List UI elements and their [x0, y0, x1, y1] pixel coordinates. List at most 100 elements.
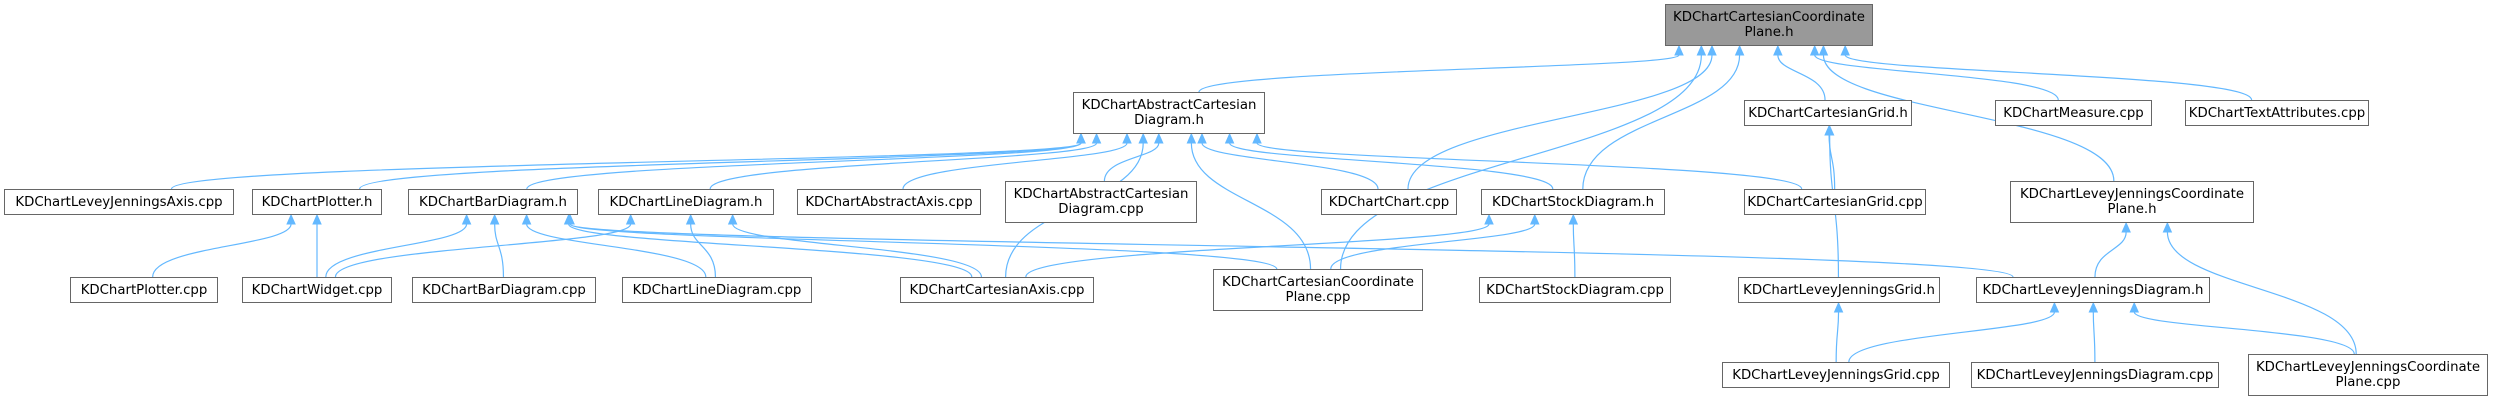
- node-label: KDChartPlotter.h: [261, 194, 373, 210]
- node-label: KDChartLeveyJenningsCoordinate: [2019, 187, 2245, 202]
- node-label: KDChartWidget.cpp: [251, 282, 383, 298]
- node-chartcpp[interactable]: KDChartChart.cpp: [1321, 189, 1457, 215]
- edge-abstract-to-root: [1198, 54, 1680, 93]
- node-stockh[interactable]: KDChartStockDiagram.h: [1481, 189, 1665, 215]
- edge-linecpp-to-lineh: [690, 223, 717, 278]
- node-label: Diagram.cpp: [1058, 202, 1144, 217]
- edge-arrowhead: [1707, 44, 1717, 56]
- node-caxis[interactable]: KDChartCartesianAxis.cpp: [900, 277, 1094, 303]
- edge-arrowhead: [1122, 132, 1132, 144]
- node-label: Plane.h: [1744, 25, 1794, 40]
- edge-chartcpp-to-abstract: [1201, 142, 1379, 190]
- edge-arrowhead: [685, 213, 696, 225]
- edge-caxis-to-lineh: [732, 223, 983, 278]
- node-label: KDChartCartesianGrid.cpp: [1747, 194, 1923, 210]
- edge-measure-to-root: [1814, 54, 2059, 101]
- edge-arrowhead: [2049, 301, 2060, 313]
- edge-caxis-to-stockh: [1025, 223, 1490, 278]
- edge-ljcoordcpp-to-ljcoordh: [2166, 231, 2357, 355]
- node-ljgridcpp[interactable]: KDChartLeveyJenningsGrid.cpp: [1722, 362, 1950, 388]
- edge-arrowhead: [1076, 132, 1086, 144]
- edge-arrowhead: [489, 213, 500, 225]
- edge-arrowhead: [286, 213, 296, 225]
- node-ljaxis[interactable]: KDChartLeveyJenningsAxis.cpp: [4, 189, 234, 215]
- edge-arrowhead: [2088, 301, 2099, 313]
- edge-linecpp-to-barh: [526, 223, 707, 278]
- node-label: KDChartAbstractCartesian: [1013, 187, 1189, 202]
- edge-absaxis-to-abstract: [902, 142, 1128, 190]
- node-barh[interactable]: KDChartBarDiagram.h: [408, 189, 578, 215]
- edge-ljdiagh-to-ljcoordh: [2094, 231, 2127, 278]
- node-linecpp[interactable]: KDChartLineDiagram.cpp: [622, 277, 812, 303]
- node-lineh[interactable]: KDChartLineDiagram.h: [598, 189, 774, 215]
- edge-arrowhead: [1224, 132, 1235, 144]
- edge-ccpcpp-to-abstract: [1190, 142, 1312, 270]
- edge-ljcoordcpp-to-ljdiagh: [2133, 311, 2355, 355]
- edge-ccpcpp-to-barh: [569, 223, 1278, 270]
- edge-arrowhead: [1252, 132, 1262, 144]
- edge-ljgridcpp-to-ljdiagh: [1848, 311, 2056, 363]
- edge-arrowhead: [1773, 44, 1783, 56]
- node-label: KDChartStockDiagram.cpp: [1486, 282, 1664, 298]
- edge-chartcpp-to-root: [1407, 54, 1713, 190]
- node-textattr[interactable]: KDChartTextAttributes.cpp: [2185, 100, 2369, 126]
- edge-ccpcpp-to-root: [1339, 54, 1702, 270]
- edge-arrowhead: [521, 213, 532, 225]
- node-label: KDChartLeveyJenningsCoordinate: [2255, 360, 2481, 375]
- edge-arrowhead: [1138, 132, 1148, 144]
- node-label: Diagram.h: [1134, 113, 1204, 128]
- node-label: KDChartLeveyJenningsDiagram.h: [1982, 282, 2204, 298]
- node-label: KDChartChart.cpp: [1328, 194, 1450, 210]
- edge-arrowhead: [1529, 213, 1540, 225]
- node-stockcpp[interactable]: KDChartStockDiagram.cpp: [1479, 277, 1671, 303]
- edge-arrowhead: [1818, 44, 1829, 56]
- node-label: KDChartLineDiagram.h: [609, 194, 763, 210]
- edge-grid-to-root: [1777, 54, 1826, 101]
- node-ljdiagh[interactable]: KDChartLeveyJenningsDiagram.h: [1976, 277, 2210, 303]
- edge-arrowhead: [1568, 213, 1579, 225]
- edge-arrowhead: [1186, 132, 1197, 144]
- node-plotterh[interactable]: KDChartPlotter.h: [252, 189, 382, 215]
- edge-arrowhead: [1809, 44, 1820, 56]
- edge-widget-to-barh: [325, 223, 468, 278]
- node-widget[interactable]: KDChartWidget.cpp: [242, 277, 392, 303]
- node-label: KDChartLeveyJenningsAxis.cpp: [15, 194, 223, 210]
- node-gridcpp[interactable]: KDChartCartesianGrid.cpp: [1744, 189, 1926, 215]
- node-measure[interactable]: KDChartMeasure.cpp: [1995, 100, 2152, 126]
- node-label: KDChartCartesianAxis.cpp: [909, 282, 1085, 298]
- edge-arrowhead: [1091, 132, 1102, 144]
- edge-arrowhead: [461, 213, 472, 225]
- node-label: KDChartPlotter.cpp: [80, 282, 208, 298]
- node-grid[interactable]: KDChartCartesianGrid.h: [1744, 100, 1912, 126]
- edge-arrowhead: [2162, 221, 2173, 233]
- edge-ljcoordh-to-root: [1822, 54, 2115, 182]
- edge-arrowhead: [1197, 132, 1207, 144]
- edge-stockh-to-abstract: [1229, 142, 1554, 190]
- node-label: KDChartBarDiagram.h: [419, 194, 567, 210]
- edge-gridcpp-to-abstract: [1256, 142, 1803, 190]
- edge-arrowhead: [727, 213, 738, 225]
- edge-widget-to-lineh: [334, 223, 632, 278]
- node-label: KDChartMeasure.cpp: [2003, 105, 2144, 121]
- edge-barcpp-to-barh: [494, 223, 505, 278]
- node-label: Plane.cpp: [2335, 375, 2401, 390]
- node-plottercpp[interactable]: KDChartPlotter.cpp: [70, 277, 218, 303]
- node-label: KDChartCartesianGrid.h: [1748, 105, 1908, 121]
- node-absaxis[interactable]: KDChartAbstractAxis.cpp: [797, 189, 981, 215]
- node-ljgridh[interactable]: KDChartLeveyJenningsGrid.h: [1738, 277, 1940, 303]
- node-label: KDChartLeveyJenningsDiagram.cpp: [1976, 367, 2214, 383]
- node-barcpp[interactable]: KDChartBarDiagram.cpp: [412, 277, 596, 303]
- edge-ljgridcpp-to-ljgridh: [1835, 311, 1840, 363]
- node-label: KDChartStockDiagram.h: [1491, 194, 1655, 210]
- node-label: KDChartBarDiagram.cpp: [422, 282, 586, 298]
- edge-arrowhead: [1833, 301, 1844, 313]
- node-ljdiagcpp[interactable]: KDChartLeveyJenningsDiagram.cpp: [1971, 362, 2219, 388]
- node-label: Plane.cpp: [1285, 290, 1351, 305]
